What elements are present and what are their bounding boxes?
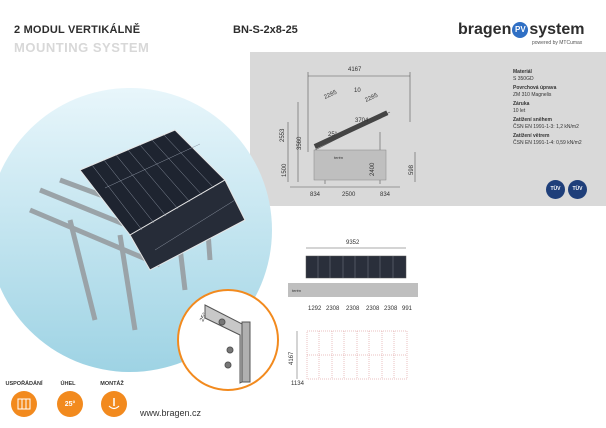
dim-top: 4167 (348, 67, 362, 73)
spec-value: ČSN EN 1991-1-4: 0,59 kN/m2 (513, 139, 582, 146)
plan-view-drawing: 4167 1134 (289, 330, 408, 387)
angle-label: ÚHEL (60, 381, 76, 387)
front-view-drawing: 9352 terén 1292 2308 2308 2308 2308 991 (288, 240, 418, 312)
spec-label: Materiál (513, 69, 532, 75)
detail-angle-label: 25° (199, 312, 209, 323)
pv-sun-icon: PV (512, 21, 529, 38)
terrain-block (313, 149, 387, 181)
detail-zoom-circle (177, 289, 279, 391)
dim-total: 9352 (346, 240, 360, 246)
dim-inner: 2400 (370, 162, 376, 176)
logo-text-right: system (529, 21, 585, 38)
clamp-detail (204, 304, 251, 384)
mount-icon (101, 391, 127, 417)
dim-span: 1292 (308, 306, 322, 312)
spec-value: 10 let (513, 107, 526, 114)
logo-tagline: powered by MTCumax (532, 40, 583, 46)
logo-text-left: bragen (458, 21, 512, 38)
model-code: BN-S-2x8-25 (233, 24, 298, 36)
mount-label: MONTÁŽ (100, 381, 124, 387)
dim-plan-height: 4167 (289, 351, 295, 365)
terrain-label: terén (334, 155, 343, 160)
dim-gap: 10 (354, 88, 361, 94)
dim-panel-2: 2285 (364, 92, 379, 103)
dim-bottom-right: 834 (380, 192, 391, 198)
dim-span: 2308 (384, 306, 398, 312)
spec-value: S 350GD (513, 75, 534, 82)
page-title: 2 MODUL VERTIKÁLNĚ (14, 24, 141, 36)
dim-rear: 3560 (297, 136, 303, 150)
spec-value: ZM 310 Magnelis (513, 91, 552, 98)
solar-panels (79, 129, 246, 271)
dim-plan-left: 1134 (291, 381, 305, 387)
dim-right: 598 (409, 164, 415, 175)
page-subtitle: MOUNTING SYSTEM (14, 40, 150, 55)
mounting-3d-illustration: 25° (0, 88, 279, 391)
mount-icon (108, 398, 120, 410)
angle-value: 25° (64, 400, 76, 408)
dim-bottom-left: 834 (310, 192, 321, 198)
website-link[interactable]: www.bragen.cz (140, 408, 202, 418)
dim-angle: 25° (328, 132, 338, 138)
spec-label: Zatížení větrem (513, 133, 550, 139)
tuv-badge-icon: TÜV (568, 180, 587, 199)
dim-front: 1500 (282, 163, 288, 177)
panel-row (305, 255, 407, 279)
spec-value: ČSN EN 1991-1-3: 1,2 kN/m2 (513, 123, 579, 130)
dim-panel-1: 2285 (323, 89, 338, 100)
layout-label: USPOŘÁDÁNÍ (5, 381, 43, 387)
spec-label: Povrchová úprava (513, 85, 557, 91)
dim-span: 991 (402, 306, 413, 312)
dim-bottom-mid: 2500 (342, 192, 356, 198)
terrain-label: terén (292, 288, 301, 293)
angle-icon: 25° (57, 391, 83, 417)
dim-horiz: 3704 (355, 118, 369, 124)
tuv-badge-icon: TÜV (546, 180, 565, 199)
layout-icon (17, 398, 31, 410)
spec-label: Zatížení sněhem (513, 117, 552, 123)
panel-profile (313, 110, 389, 149)
dim-span: 2308 (366, 306, 380, 312)
dim-span: 2308 (326, 306, 340, 312)
layout-icon (11, 391, 37, 417)
spec-label: Záruka (513, 101, 530, 107)
side-view-drawing: 4167 2285 10 2285 3704 2553 3560 1500 24… (280, 67, 416, 198)
dim-height: 2553 (280, 128, 286, 142)
terrain-block (288, 283, 418, 297)
dim-span: 2308 (346, 306, 360, 312)
